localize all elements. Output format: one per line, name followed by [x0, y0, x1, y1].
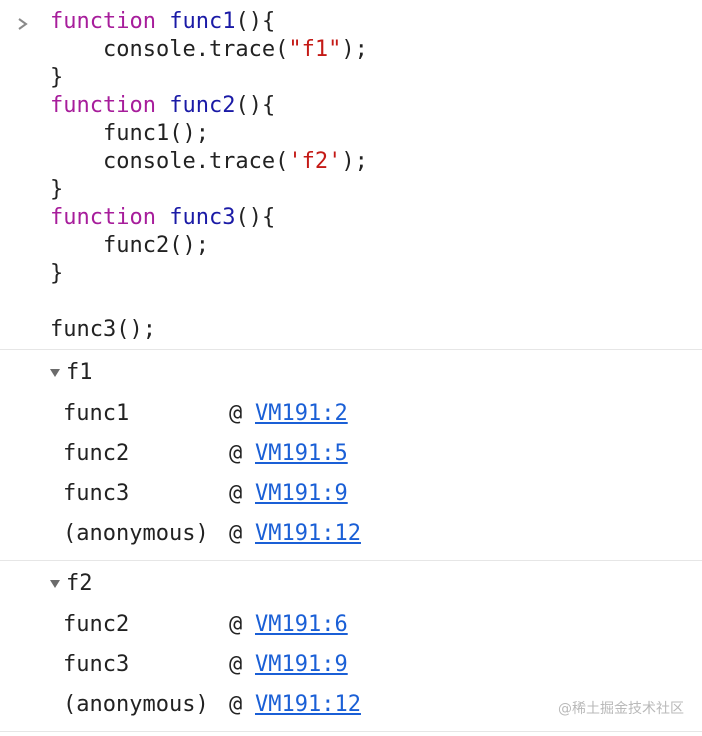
frame-source-link[interactable]: VM191:6: [255, 611, 348, 637]
code-token-plain: console.trace(: [50, 37, 289, 62]
frame-source-link[interactable]: VM191:5: [255, 440, 348, 466]
chevron-right-icon: [18, 18, 28, 30]
trace-group-f1: f1 func1 @ VM191:2 func2 @ VM191:5 func3…: [0, 351, 702, 561]
code-token-kw: function: [50, 93, 156, 118]
triangle-down-icon[interactable]: [48, 366, 62, 380]
code-token-plain: (){: [235, 93, 276, 118]
code-line: func1();: [50, 120, 368, 148]
code-token-plain: func2();: [50, 233, 209, 258]
code-token-plain: }: [50, 261, 64, 286]
code-token-plain: [156, 205, 169, 230]
frame-source-link[interactable]: VM191:9: [255, 651, 348, 677]
stack-frames: func2 @ VM191:6 func3 @ VM191:9 (anonymo…: [63, 604, 361, 724]
stack-frames: func1 @ VM191:2 func2 @ VM191:5 func3 @ …: [63, 393, 361, 553]
stack-frame-row: func3 @ VM191:9: [63, 644, 361, 684]
frame-at-symbol: @: [229, 400, 243, 426]
frame-function-name: func3: [63, 480, 130, 506]
code-token-plain: [156, 9, 169, 34]
code-token-plain: func3();: [50, 317, 156, 342]
code-token-kw: function: [50, 9, 156, 34]
frame-source-link[interactable]: VM191:12: [255, 691, 361, 717]
code-token-plain: console.trace(: [50, 149, 289, 174]
frame-at-symbol: @: [229, 691, 243, 717]
code-line: }: [50, 64, 368, 92]
code-line: func2();: [50, 232, 368, 260]
frame-at-symbol: @: [229, 440, 243, 466]
code-line: console.trace('f2');: [50, 148, 368, 176]
code-line: console.trace("f1");: [50, 36, 368, 64]
frame-function-name: func2: [63, 611, 130, 637]
code-line: function func1(){: [50, 8, 368, 36]
stack-frame-row: func1 @ VM191:2: [63, 393, 361, 433]
stack-frame-row: (anonymous) @ VM191:12: [63, 513, 361, 553]
code-line: function func3(){: [50, 204, 368, 232]
frame-function-name: (anonymous): [63, 691, 209, 717]
frame-source-link[interactable]: VM191:2: [255, 400, 348, 426]
watermark: @稀土掘金技术社区: [558, 701, 684, 717]
triangle-down-icon[interactable]: [48, 577, 62, 591]
frame-at-symbol: @: [229, 611, 243, 637]
frame-source-link[interactable]: VM191:12: [255, 520, 361, 546]
console-input-entry: function func1(){ console.trace("f1");}f…: [0, 0, 702, 350]
code-line: function func2(){: [50, 92, 368, 120]
code-token-plain: );: [341, 37, 368, 62]
code-token-plain: );: [341, 149, 368, 174]
trace-group-header[interactable]: f2: [48, 570, 93, 598]
frame-at-symbol: @: [229, 651, 243, 677]
code-token-kw: function: [50, 205, 156, 230]
frame-at-symbol: @: [229, 480, 243, 506]
trace-label: f2: [66, 571, 93, 596]
trace-label: f1: [66, 360, 93, 385]
code-block[interactable]: function func1(){ console.trace("f1");}f…: [50, 8, 368, 344]
stack-frame-row: func2 @ VM191:6: [63, 604, 361, 644]
code-line: func3();: [50, 316, 368, 344]
code-token-str: 'f2': [288, 149, 342, 174]
code-token-plain: [156, 93, 169, 118]
code-token-fn: func1: [169, 9, 236, 34]
code-token-fn: func3: [169, 205, 236, 230]
code-token-plain: }: [50, 177, 64, 202]
code-token-str: "f1": [288, 37, 342, 62]
frame-source-link[interactable]: VM191:9: [255, 480, 348, 506]
code-line: }: [50, 176, 368, 204]
code-line: }: [50, 260, 368, 288]
code-token-fn: func2: [169, 93, 236, 118]
stack-frame-row: (anonymous) @ VM191:12: [63, 684, 361, 724]
code-token-plain: }: [50, 65, 64, 90]
stack-frame-row: func3 @ VM191:9: [63, 473, 361, 513]
frame-function-name: func3: [63, 651, 130, 677]
stack-frame-row: func2 @ VM191:5: [63, 433, 361, 473]
code-token-plain: (){: [235, 9, 276, 34]
frame-function-name: (anonymous): [63, 520, 209, 546]
code-token-plain: (){: [235, 205, 276, 230]
frame-function-name: func2: [63, 440, 130, 466]
trace-group-f2: f2 func2 @ VM191:6 func3 @ VM191:9 (anon…: [0, 562, 702, 732]
code-token-plain: func1();: [50, 121, 209, 146]
frame-at-symbol: @: [229, 520, 243, 546]
code-line: [50, 288, 368, 316]
trace-group-header[interactable]: f1: [48, 359, 93, 387]
frame-function-name: func1: [63, 400, 130, 426]
